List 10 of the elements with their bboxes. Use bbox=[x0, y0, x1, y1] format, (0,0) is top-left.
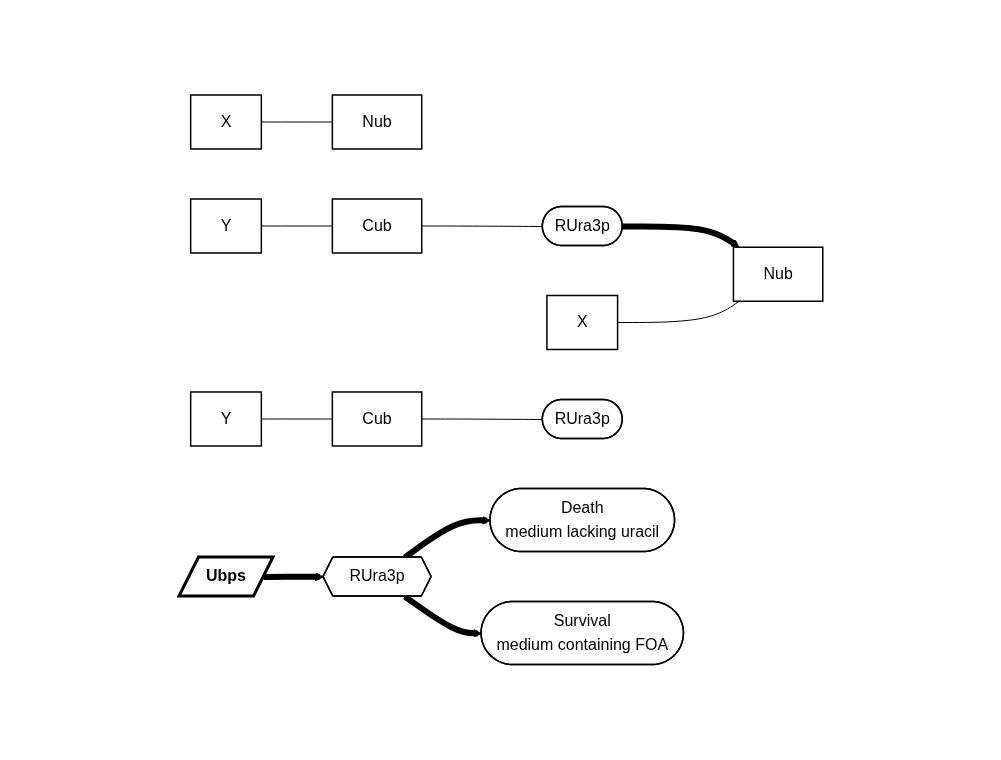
node-box: Nub bbox=[732, 246, 824, 303]
node-box: Nub bbox=[331, 94, 423, 150]
node-box: Y bbox=[189, 391, 262, 447]
node-box: Y bbox=[189, 198, 262, 254]
node-box: X bbox=[545, 295, 618, 351]
node-box: X bbox=[189, 94, 262, 150]
arrow bbox=[263, 572, 324, 582]
arrow bbox=[622, 223, 740, 248]
node-box: Cub bbox=[331, 198, 423, 254]
node-box: Cub bbox=[331, 391, 423, 447]
